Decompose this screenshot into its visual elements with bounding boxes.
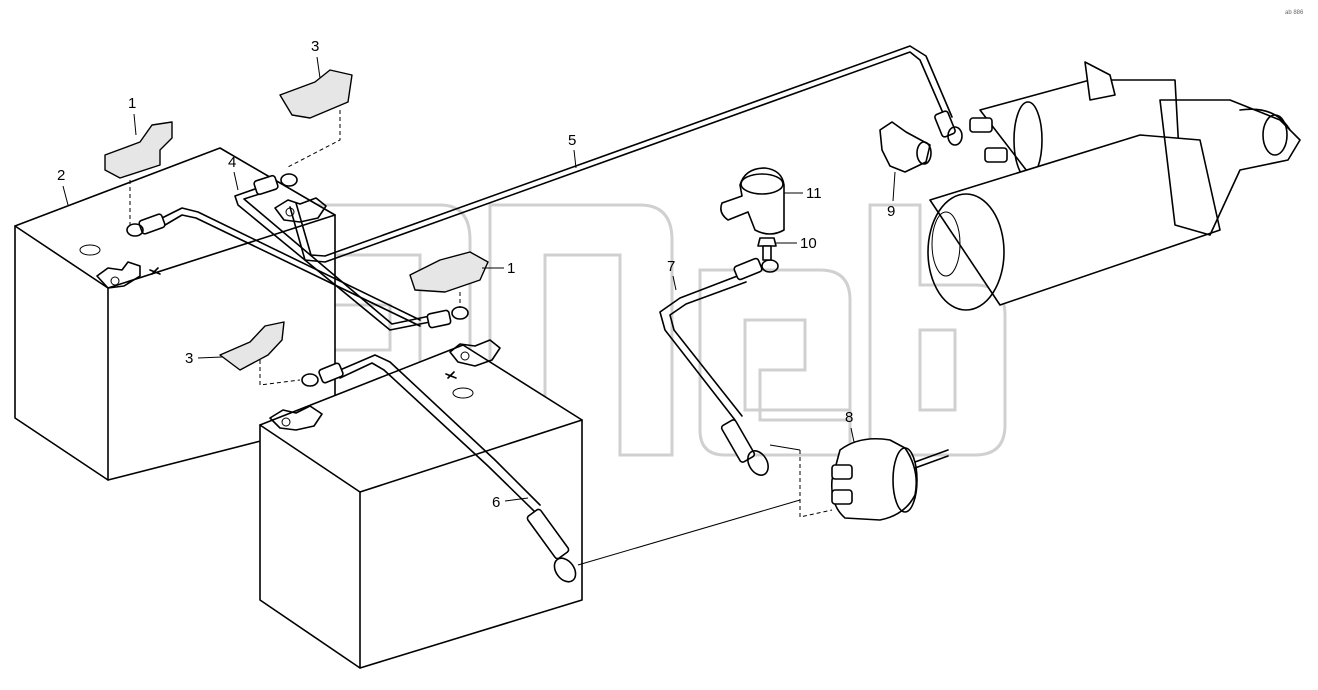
callout-4: 4 [228,154,239,191]
callout-8: 8 [845,409,855,443]
callout-2-label: 2 [57,167,65,184]
callout-9-label: 9 [887,203,895,220]
elbow-boot-9 [879,121,932,173]
drawing-code: ab 886 [1285,10,1304,16]
cable-5 [289,45,963,263]
cable-7 [659,257,779,476]
callout-7-label: 7 [667,258,675,275]
callout-10: 10 [776,235,817,252]
relay-8 [769,437,949,521]
callout-9: 9 [887,171,896,220]
starter-motor [927,61,1301,311]
callout-10-label: 10 [800,235,817,252]
callout-11-label: 11 [806,185,822,202]
callout-3a-label: 3 [311,38,319,55]
callout-3b-label: 3 [185,350,193,367]
battery-right [259,344,583,669]
callout-3b: 3 [185,350,223,367]
callout-11: 11 [784,185,822,202]
bolt-10 [757,237,777,261]
callout-6: 6 [492,494,529,511]
callout-4-label: 4 [228,154,236,171]
cable-short-left [126,207,421,327]
callout-2: 2 [57,167,69,206]
callout-7: 7 [667,258,677,291]
callout-1b-label: 1 [507,260,515,277]
callout-6-label: 6 [492,494,500,511]
cable-6 [301,354,801,583]
callout-8-label: 8 [845,409,853,426]
callout-1a-label: 1 [128,95,136,112]
callout-5-label: 5 [568,132,576,149]
callout-1b: 1 [482,260,515,277]
callout-1a: 1 [128,95,137,136]
callout-5: 5 [568,132,577,169]
callout-3a: 3 [311,38,321,79]
terminal-clamps [96,197,501,431]
elbow-boot-11 [720,167,785,235]
terminal-boots [104,69,489,386]
